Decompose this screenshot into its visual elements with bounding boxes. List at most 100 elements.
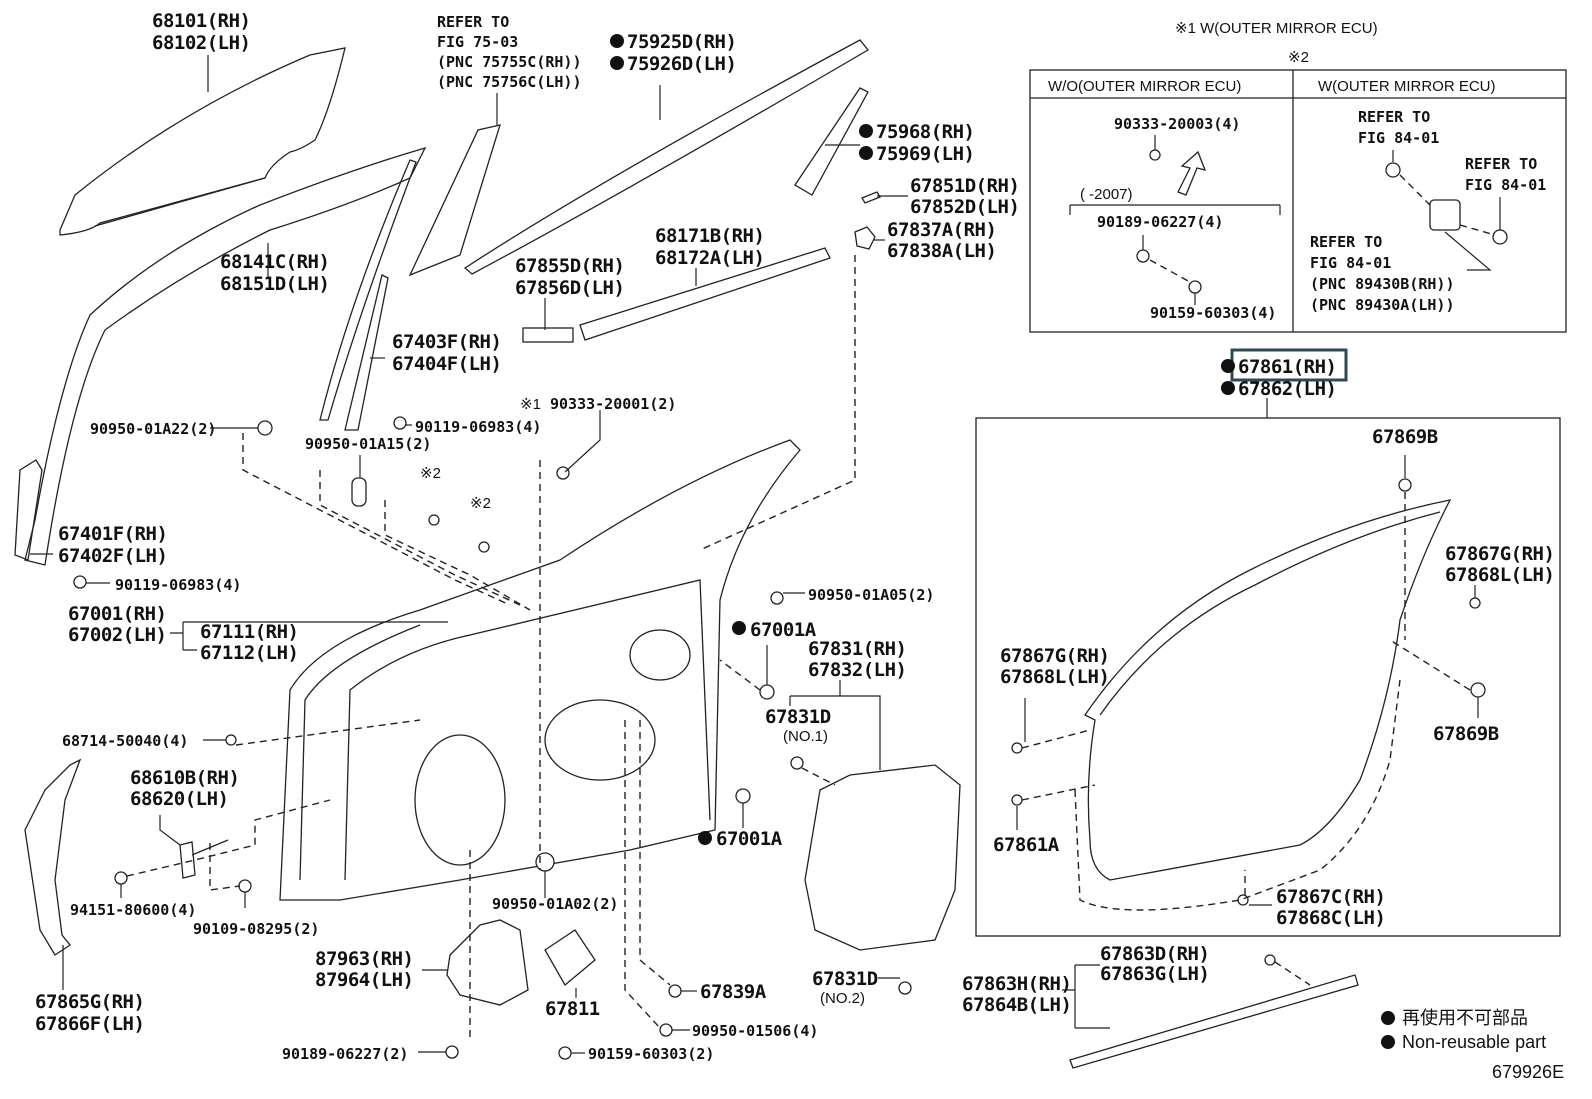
label-67111[interactable]: 67111(RH) [200, 621, 299, 643]
clip-67867G-b[interactable] [1011, 742, 1023, 754]
label-87963[interactable]: 87963(RH) [315, 948, 414, 970]
door-glass-part[interactable] [59, 47, 346, 236]
label-87964[interactable]: 87964(LH) [315, 969, 414, 991]
clip-note2-a[interactable] [428, 514, 440, 526]
label-67832[interactable]: 67832(LH) [808, 659, 907, 681]
label-67868L-a[interactable]: 67868L(LH) [1445, 564, 1555, 586]
plug-90950-01506[interactable] [659, 1023, 673, 1037]
label-67855D[interactable]: 67855D(RH) [515, 255, 625, 277]
label-90159-60303-inset[interactable]: 90159-60303(4) [1150, 304, 1276, 322]
label-refer-75-03-b[interactable]: FIG 75-03 [437, 33, 518, 51]
label-68102[interactable]: 68102(LH) [152, 32, 251, 54]
label-68172A[interactable]: 68172A(LH) [655, 247, 765, 269]
clip-67837A[interactable] [854, 226, 876, 250]
plug-90950-01A15[interactable] [351, 477, 367, 507]
label-67867G-b[interactable]: 67867G(RH) [1000, 645, 1110, 667]
pad-67811-part[interactable] [544, 929, 596, 986]
clip-67869B-a[interactable] [1398, 478, 1412, 492]
scuff-67865G-part[interactable] [24, 758, 82, 956]
label-67864B[interactable]: 67864B(LH) [962, 994, 1072, 1016]
label-68171B[interactable]: 68171B(RH) [655, 225, 765, 247]
label-67851D[interactable]: 67851D(RH) [910, 175, 1020, 197]
label-67867G-a[interactable]: 67867G(RH) [1445, 543, 1555, 565]
clip-67851D[interactable] [861, 191, 881, 204]
label-67867C[interactable]: 67867C(RH) [1276, 886, 1386, 908]
run-channel-part[interactable] [14, 459, 43, 561]
label-90189-06227-inset[interactable]: 90189-06227(4) [1097, 213, 1223, 231]
label-67402F[interactable]: 67402F(LH) [58, 545, 168, 567]
label-67852D[interactable]: 67852D(LH) [910, 196, 1020, 218]
label-refer-84-01-c2[interactable]: FIG 84-01 [1310, 254, 1391, 272]
label-67002[interactable]: 67002(LH) [68, 624, 167, 646]
label-67869B-a[interactable]: 67869B [1372, 426, 1438, 448]
label-67837A[interactable]: 67837A(RH) [887, 219, 997, 241]
label-90333-20001[interactable]: 90333-20001(2) [550, 395, 676, 413]
label-67868L-b[interactable]: 67868L(LH) [1000, 666, 1110, 688]
plug-90950-01A05[interactable] [770, 591, 784, 605]
label-67865G[interactable]: 67865G(RH) [35, 991, 145, 1013]
weatherstrip-68171B-part[interactable] [579, 247, 831, 341]
label-90119-06983-a[interactable]: 90119-06983(4) [415, 418, 541, 436]
garnish-75968-part[interactable] [794, 87, 869, 196]
door-lock-part[interactable] [446, 919, 529, 1006]
label-67001A-a[interactable]: 67001A [750, 619, 817, 641]
plug-90950-01A02[interactable] [535, 852, 555, 872]
door-panel-part[interactable] [279, 439, 801, 901]
label-94151-80600[interactable]: 94151-80600(4) [70, 901, 196, 919]
label-67831D-no1[interactable]: 67831D [765, 706, 831, 728]
label-67403F[interactable]: 67403F(RH) [392, 331, 502, 353]
label-67112[interactable]: 67112(LH) [200, 642, 299, 664]
clip-67839A[interactable] [668, 984, 682, 998]
label-90333-20003[interactable]: 90333-20003(4) [1114, 115, 1240, 133]
label-67869B-b[interactable]: 67869B [1433, 723, 1499, 745]
clip-note2-b[interactable] [478, 541, 490, 553]
label-68101[interactable]: 68101(RH) [152, 10, 251, 32]
label-67001[interactable]: 67001(RH) [68, 603, 167, 625]
label-75968[interactable]: 75968(RH) [876, 121, 975, 143]
label-90950-01506[interactable]: 90950-01506(4) [692, 1022, 818, 1040]
clip-67867C[interactable] [1237, 894, 1249, 906]
plug-90950-01A22[interactable] [257, 420, 273, 436]
label-refer-84-01-b2[interactable]: FIG 84-01 [1465, 176, 1546, 194]
label-67861A[interactable]: 67861A [993, 834, 1060, 856]
door-frame-moulding-part[interactable] [24, 146, 427, 566]
division-bar-part[interactable] [344, 274, 389, 431]
label-68714-50040[interactable]: 68714-50040(4) [62, 732, 188, 750]
label-90189-06227[interactable]: 90189-06227(2) [282, 1045, 408, 1063]
label-75926D[interactable]: 75926D(LH) [627, 53, 737, 75]
label-90950-01A15[interactable]: 90950-01A15(2) [305, 435, 431, 453]
bolt-90109-08295[interactable] [238, 879, 252, 893]
label-90109-08295[interactable]: 90109-08295(2) [193, 920, 319, 938]
label-75925D[interactable]: 75925D(RH) [627, 31, 737, 53]
label-90950-01A02[interactable]: 90950-01A02(2) [492, 895, 618, 913]
cap-90333-20001[interactable] [556, 466, 570, 480]
door-check-part[interactable] [179, 841, 196, 879]
bushing-67001A-a[interactable] [759, 684, 775, 700]
clip-67863D[interactable] [1264, 954, 1276, 966]
outer-weatherstrip-part[interactable] [1069, 974, 1359, 1069]
label-90119-06983-b[interactable]: 90119-06983(4) [115, 576, 241, 594]
label-67856D[interactable]: 67856D(LH) [515, 277, 625, 299]
nut-68714-50040[interactable] [225, 734, 237, 746]
label-67861[interactable]: 67861(RH) [1238, 356, 1337, 378]
label-68151D[interactable]: 68151D(LH) [220, 273, 330, 295]
belt-moulding-part[interactable] [463, 39, 869, 275]
clip-67869B-b[interactable] [1470, 682, 1486, 698]
screw-90159-60303[interactable] [558, 1046, 572, 1060]
clip-67831D-1[interactable] [790, 756, 804, 770]
bolt-90119-06983-a[interactable] [393, 416, 407, 430]
clip-67861A[interactable] [1011, 794, 1023, 806]
label-67001A-b[interactable]: 67001A [716, 828, 783, 850]
pillar-garnish-part[interactable] [408, 124, 501, 277]
label-68610B[interactable]: 68610B(RH) [130, 767, 240, 789]
clip-67831D-2[interactable] [898, 981, 912, 995]
label-67863D[interactable]: 67863D(RH) [1100, 943, 1210, 965]
label-67868C[interactable]: 67868C(LH) [1276, 907, 1386, 929]
door-weatherstrip-part[interactable] [1084, 499, 1452, 881]
label-refer-84-01-a2[interactable]: FIG 84-01 [1358, 129, 1439, 147]
label-90950-01A05[interactable]: 90950-01A05(2) [808, 586, 934, 604]
label-67863H[interactable]: 67863H(RH) [962, 973, 1072, 995]
label-75969[interactable]: 75969(LH) [876, 143, 975, 165]
label-67811[interactable]: 67811 [545, 998, 600, 1020]
label-68141C[interactable]: 68141C(RH) [220, 251, 330, 273]
